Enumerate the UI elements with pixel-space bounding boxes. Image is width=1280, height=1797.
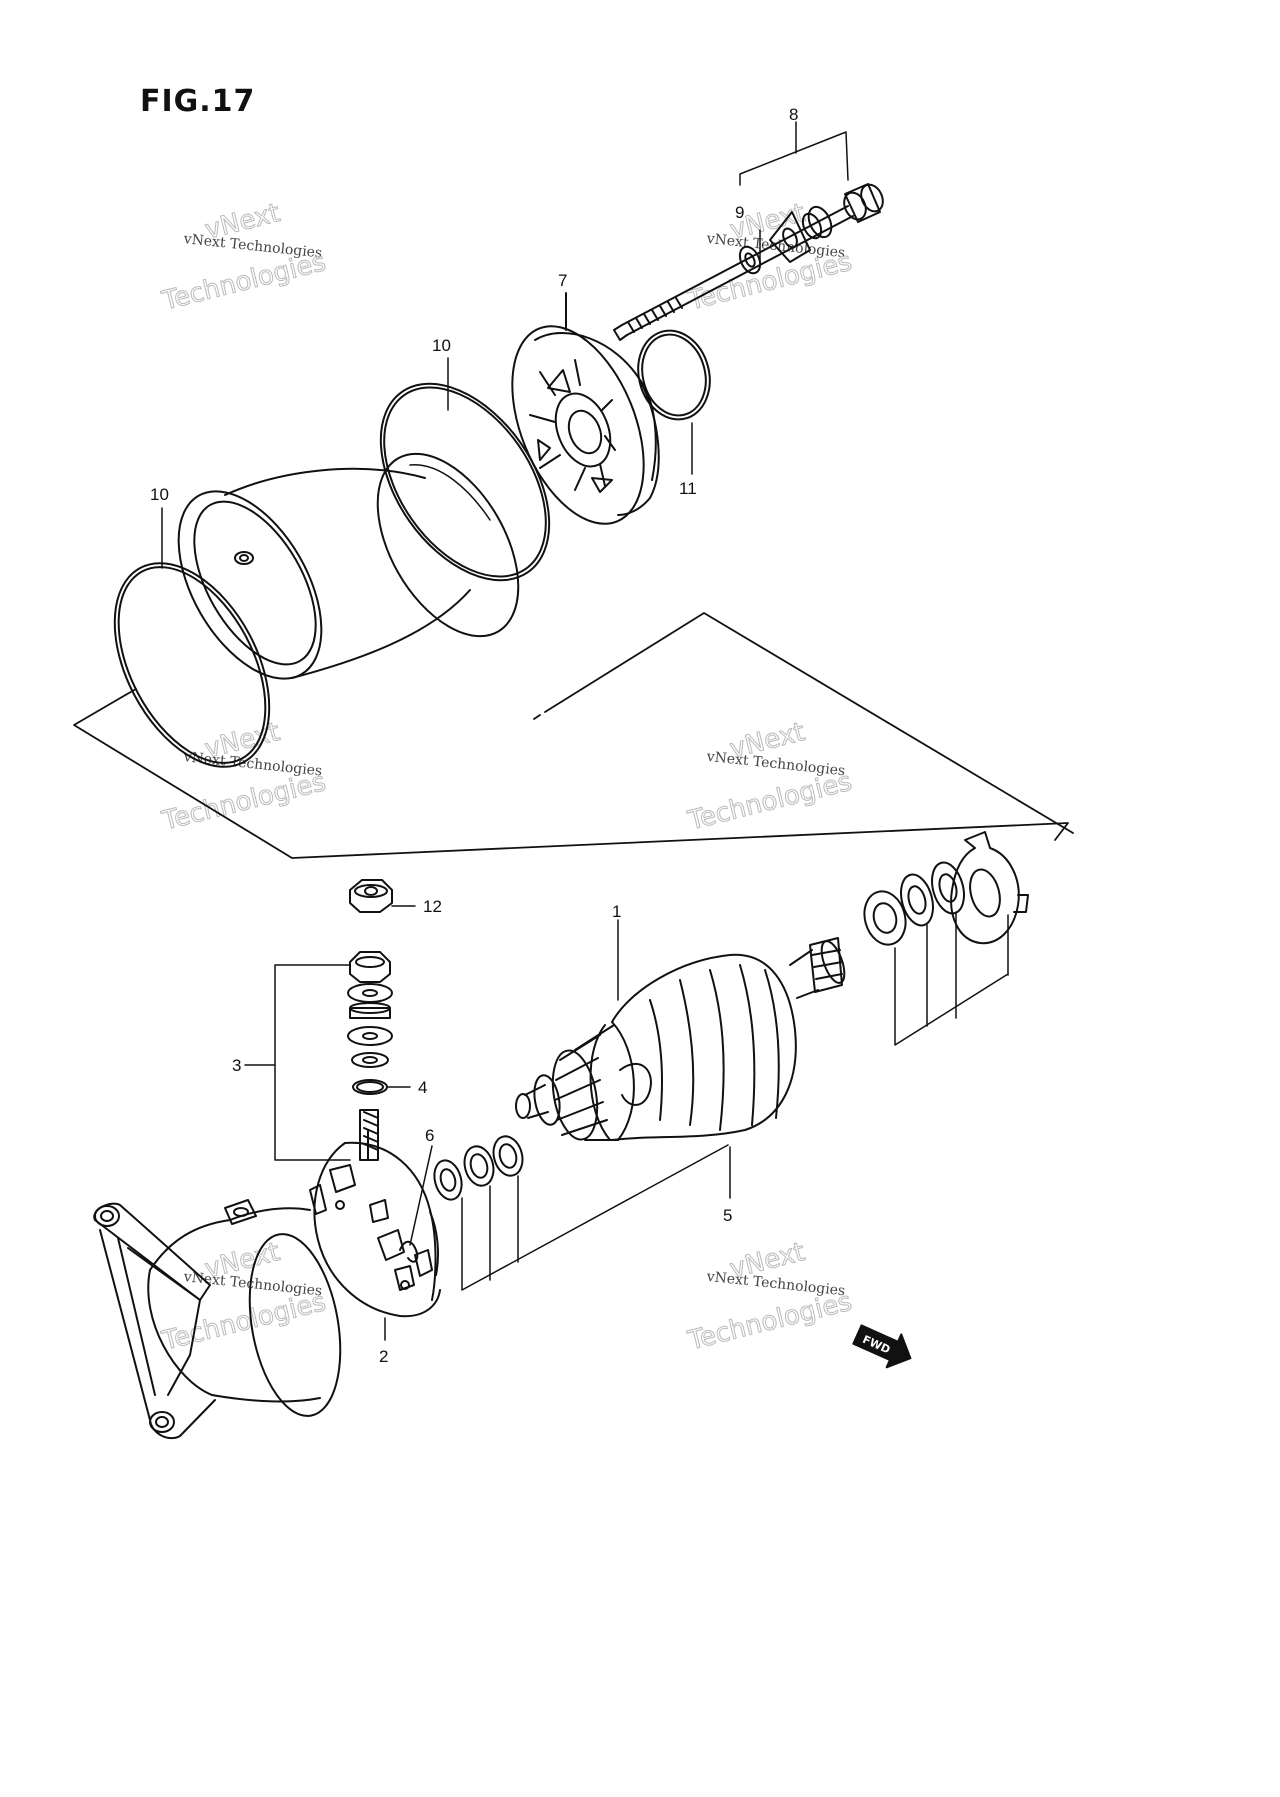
callout-1: 1: [612, 902, 621, 921]
armature-1: [515, 919, 846, 1141]
o-ring-4: [352, 1079, 411, 1095]
leader-8-bracket: [739, 121, 849, 263]
callout-10-lower: 10: [150, 485, 169, 504]
mounting-bracket: [93, 1202, 216, 1440]
svg-text:Technologies: Technologies: [159, 767, 329, 837]
forward-direction-arrow: FWD: [852, 1324, 912, 1369]
callout-8: 8: [789, 105, 798, 124]
svg-text:Technologies: Technologies: [685, 1287, 855, 1357]
end-cover-7: [511, 292, 660, 525]
leader-5-front-bracket: [894, 911, 1009, 1046]
figure-title: FIG.17: [140, 84, 256, 119]
o-ring-10-lower: [113, 507, 271, 768]
watermark-top-left: vNext vNext Technologies Technologies: [158, 198, 329, 318]
armature-washers-rear: [433, 1135, 524, 1201]
washer-set-9: [738, 205, 833, 275]
svg-text:Technologies: Technologies: [685, 767, 855, 837]
callout-7: 7: [558, 271, 567, 290]
o-ring-10-upper: [379, 357, 551, 582]
callout-4: 4: [418, 1078, 427, 1097]
svg-text:Technologies: Technologies: [159, 1287, 329, 1357]
o-ring-11: [637, 329, 711, 475]
callout-5: 5: [723, 1206, 732, 1225]
callout-12: 12: [423, 897, 442, 916]
callout-3: 3: [232, 1056, 241, 1075]
watermark-bottom-left: vNext vNext Technologies Technologies: [158, 1237, 329, 1358]
watermark-bottom-right: vNext vNext Technologies Technologies: [684, 1237, 855, 1357]
callout-10-upper: 10: [432, 336, 451, 355]
starter-end-housing: [147, 1199, 342, 1417]
callout-11: 11: [679, 479, 697, 498]
callout-2: 2: [379, 1347, 388, 1366]
motor-housing: [177, 452, 520, 680]
brush-holder-plate-2: [309, 1109, 441, 1341]
callout-6: 6: [425, 1126, 434, 1145]
leader-5-group: [461, 1144, 731, 1291]
watermark-mid-right: vNext vNext Technologies Technologies: [684, 717, 855, 837]
callout-labels: 8 9 7 10 10 11 12 1 3 4 6 5 2: [150, 105, 798, 1366]
nut-12: [349, 879, 416, 913]
watermark-mid-left: vNext vNext Technologies Technologies: [158, 717, 329, 838]
subassembly-outline: [73, 612, 1074, 859]
armature-washers-front: [863, 831, 1029, 946]
terminal-kit-3: [244, 951, 393, 1161]
callout-9: 9: [735, 203, 744, 222]
brush-spring-6: [399, 1145, 433, 1263]
svg-text:Technologies: Technologies: [159, 247, 329, 317]
svg-text:Technologies: Technologies: [685, 247, 855, 317]
